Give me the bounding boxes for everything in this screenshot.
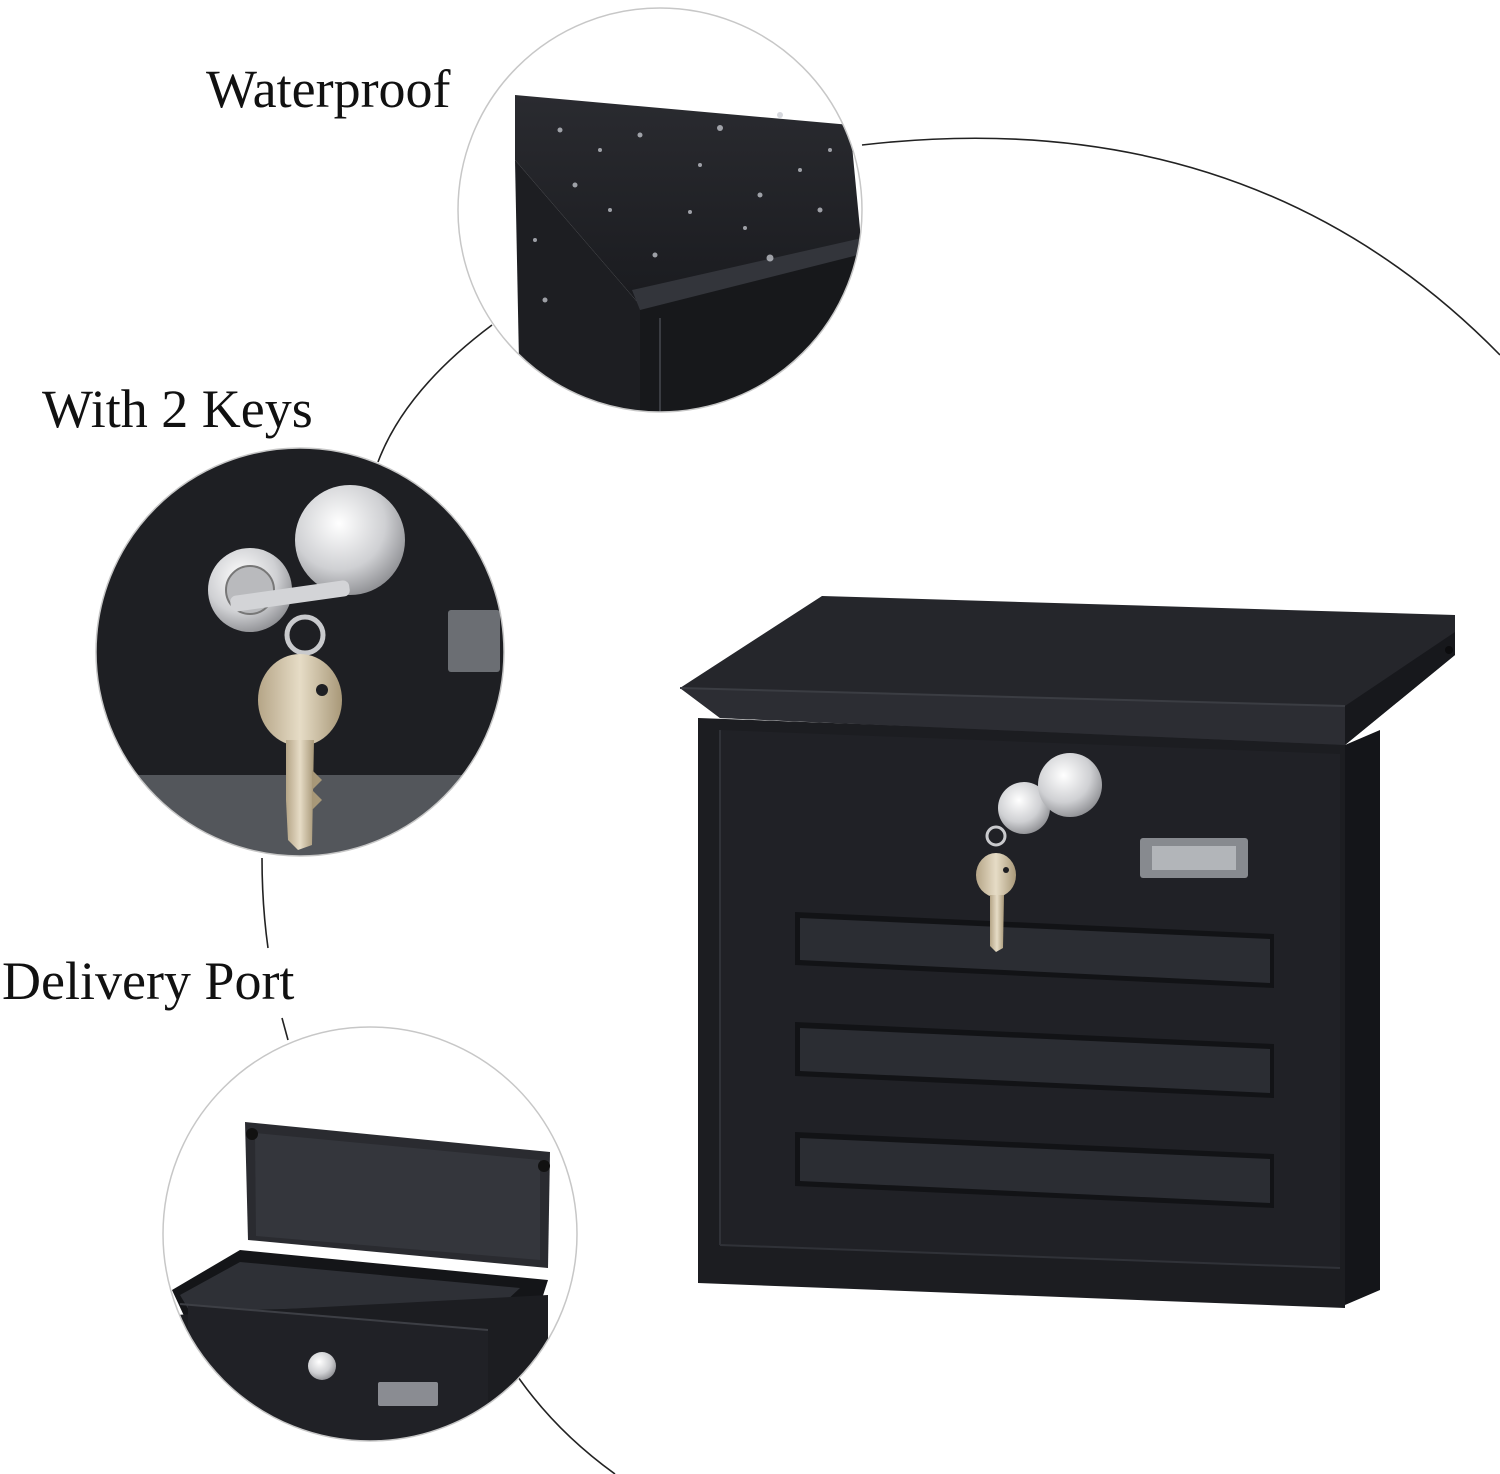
name-tag-window	[378, 1382, 438, 1406]
knob	[308, 1352, 336, 1380]
keys-label: With 2 Keys	[42, 379, 313, 439]
key-icon	[258, 654, 342, 850]
waterproof-detail-circle	[457, 7, 863, 413]
lock-cap	[1038, 753, 1102, 817]
key-icon	[976, 853, 1016, 952]
lock-cap	[295, 485, 405, 595]
delivery-port-detail-circle	[162, 1026, 578, 1442]
lock-cylinder	[998, 782, 1050, 834]
name-tag-window	[448, 610, 500, 672]
mailbox-main	[679, 596, 1455, 1308]
delivery-port-label: Delivery Port	[2, 951, 295, 1011]
slat-windows	[795, 912, 1274, 1208]
water-droplets	[533, 112, 832, 303]
waterproof-label: Waterproof	[206, 59, 451, 119]
keys-detail-circle	[95, 447, 505, 857]
